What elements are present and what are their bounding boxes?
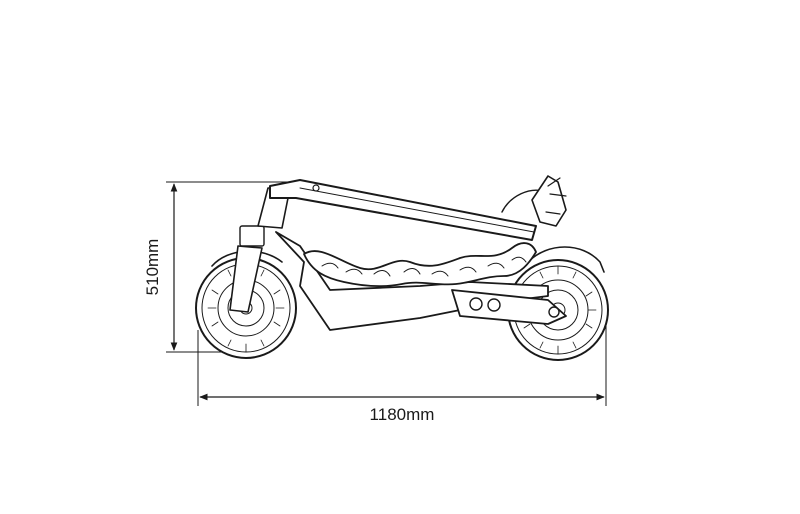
folded-stem-column <box>269 179 537 241</box>
scooter-illustration <box>195 175 609 361</box>
height-label: 510mm <box>143 239 162 296</box>
rear-swing-arm <box>451 289 567 325</box>
length-label: 1180mm <box>370 405 435 424</box>
handlebar-grip <box>531 175 567 227</box>
deck-cover <box>303 242 537 288</box>
front-fork <box>229 245 263 313</box>
height-dimension: 510mm <box>143 181 300 353</box>
rear-fender <box>527 246 605 273</box>
length-dimension: 1180mm <box>197 300 607 424</box>
headlight <box>239 225 265 247</box>
